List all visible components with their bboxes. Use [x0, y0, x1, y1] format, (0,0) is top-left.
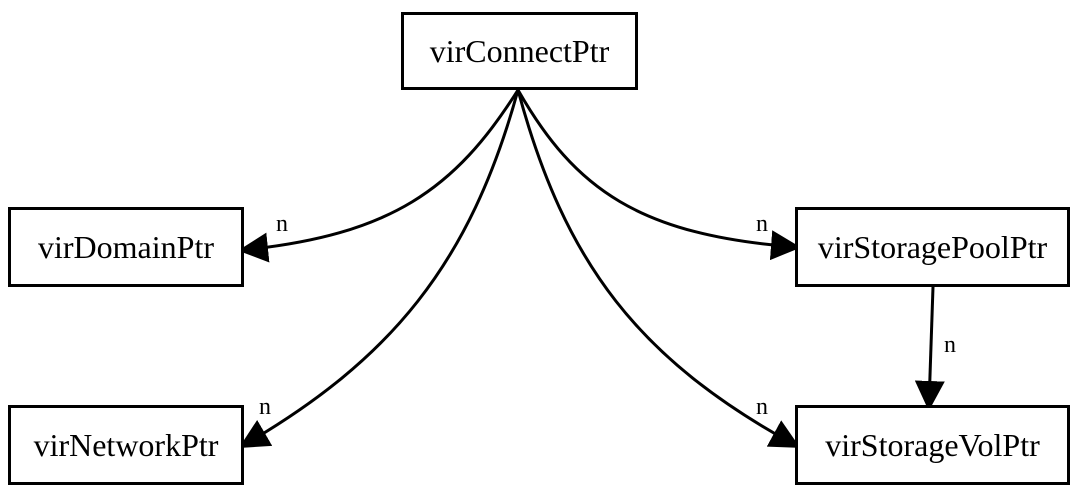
node-label: virStoragePoolPtr: [817, 228, 1048, 265]
edge-label-pool-to-vol: n: [944, 332, 956, 358]
node-label: virConnectPtr: [429, 32, 610, 69]
edge-connect-to-domain: [238, 89, 520, 263]
edge-label-storage-pool: n: [756, 211, 768, 237]
edge-connect-to-storage-vol: [516, 89, 801, 448]
node-virstoragevolptr: virStorageVolPtr: [795, 405, 1070, 485]
node-virstoragepoolptr: virStoragePoolPtr: [795, 207, 1070, 287]
node-label: virDomainPtr: [38, 228, 214, 265]
node-label: virNetworkPtr: [33, 426, 219, 463]
node-virconnectptr: virConnectPtr: [401, 12, 638, 90]
edge-label-network: n: [259, 394, 271, 420]
edge-connect-to-network: [238, 89, 520, 449]
edge-connect-to-storage-pool: [516, 89, 801, 261]
edge-storage-pool-to-storage-vol: [914, 286, 945, 411]
node-label: virStorageVolPtr: [825, 426, 1040, 463]
node-virnetworkptr: virNetworkPtr: [8, 405, 244, 485]
node-virdomainptr: virDomainPtr: [8, 207, 244, 287]
edge-label-storage-vol: n: [756, 394, 768, 420]
edge-label-domain: n: [276, 211, 288, 237]
